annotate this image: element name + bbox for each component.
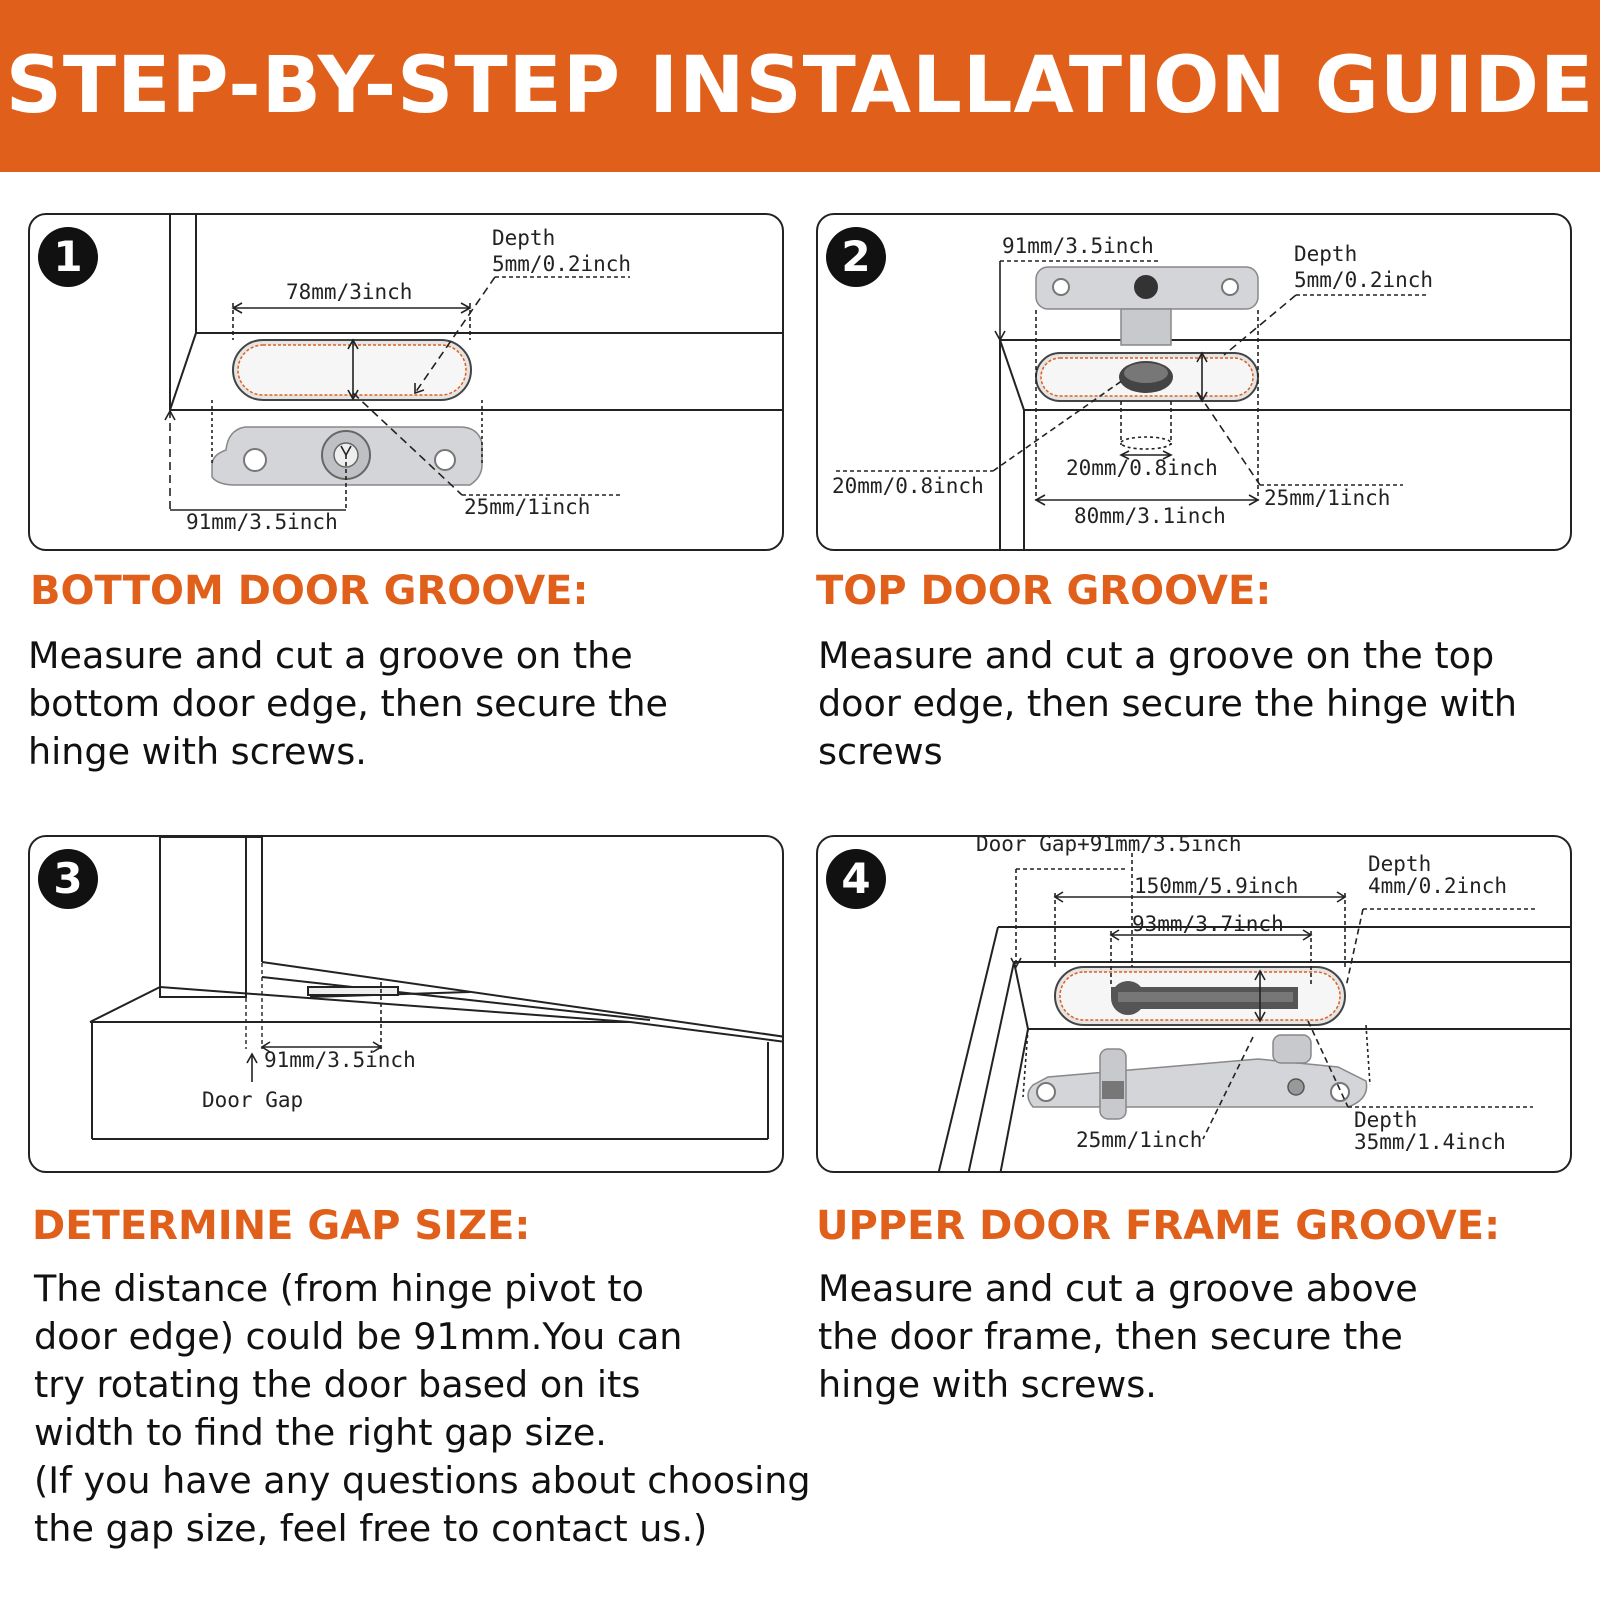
pivot-offset-label: 91mm/3.5inch [186,510,338,534]
depth-title-label: Depth [1294,242,1358,266]
top-groove-illustration [836,260,1570,549]
bottom-groove-illustration [164,215,782,511]
groove-length-label: 78mm/3inch [286,280,413,304]
step-3-heading: DETERMINE GAP SIZE: [32,1203,531,1249]
step-1-heading: BOTTOM DOOR GROOVE: [30,568,589,614]
step-2-diagram: 2 91mm/3.5inch Depth 5mm/0.2inch 20mm/0.… [816,213,1572,551]
step-4-heading: UPPER DOOR FRAME GROOVE: [816,1203,1501,1249]
step-3-diagram: 3 91mm/3.5inch Door Gap [28,835,784,1173]
step-2-heading: TOP DOOR GROOVE: [816,568,1272,614]
step-4-number-badge: 4 [826,849,886,909]
offset-label: 91mm/3.5inch [1002,234,1154,258]
header-banner: STEP-BY-STEP INSTALLATION GUIDE [0,0,1600,172]
groove-width-label: 25mm/1inch [464,495,591,519]
step-2-number-badge: 2 [826,227,886,287]
slot-length-label: 93mm/3.7inch [1132,912,1284,936]
depth-value-label: 4mm/0.2inch [1368,874,1508,898]
step-3-description: The distance (from hinge pivot to door e… [34,1267,811,1550]
step-1-diagram: 1 Depth 5mm/0.2inch 78mm/3inch 25mm/1inc… [28,213,784,551]
depth-value-label: 5mm/0.2inch [1294,268,1434,292]
door-gap-illustration [89,837,782,1140]
offset-label: Door Gap+91mm/3.5inch [976,835,1242,856]
depth-title-label: Depth [1368,852,1432,876]
step-4-diagram: 4 Door Gap+91mm/3.5inch 150mm/5.9inch 93… [816,835,1572,1173]
pivot-distance-label: 91mm/3.5inch [264,1048,416,1072]
step-3-number-badge: 3 [38,849,98,909]
step-1-description: Measure and cut a groove on the bottom d… [28,634,668,773]
depth-title-label: Depth [492,226,556,250]
depth2-title-label: Depth [1354,1108,1418,1132]
step-2-description: Measure and cut a groove on the top door… [818,634,1518,773]
groove-width-label: 25mm/1inch [1264,486,1391,510]
groove-length-label: 150mm/5.9inch [1134,874,1299,898]
edge-offset-label: 20mm/0.8inch [832,474,984,498]
page-title: STEP-BY-STEP INSTALLATION GUIDE [5,41,1595,131]
groove-length-label: 80mm/3.1inch [1074,504,1226,528]
frame-groove-illustration [937,853,1570,1171]
depth-value-label: 5mm/0.2inch [492,252,632,276]
step-4-description: Measure and cut a groove above the door … [818,1267,1418,1406]
step-1-number-badge: 1 [38,227,98,287]
groove-width-label: 25mm/1inch [1076,1128,1203,1152]
depth2-value-label: 35mm/1.4inch [1354,1130,1506,1154]
hole-diameter-label: 20mm/0.8inch [1066,456,1218,480]
door-gap-label: Door Gap [202,1088,304,1112]
